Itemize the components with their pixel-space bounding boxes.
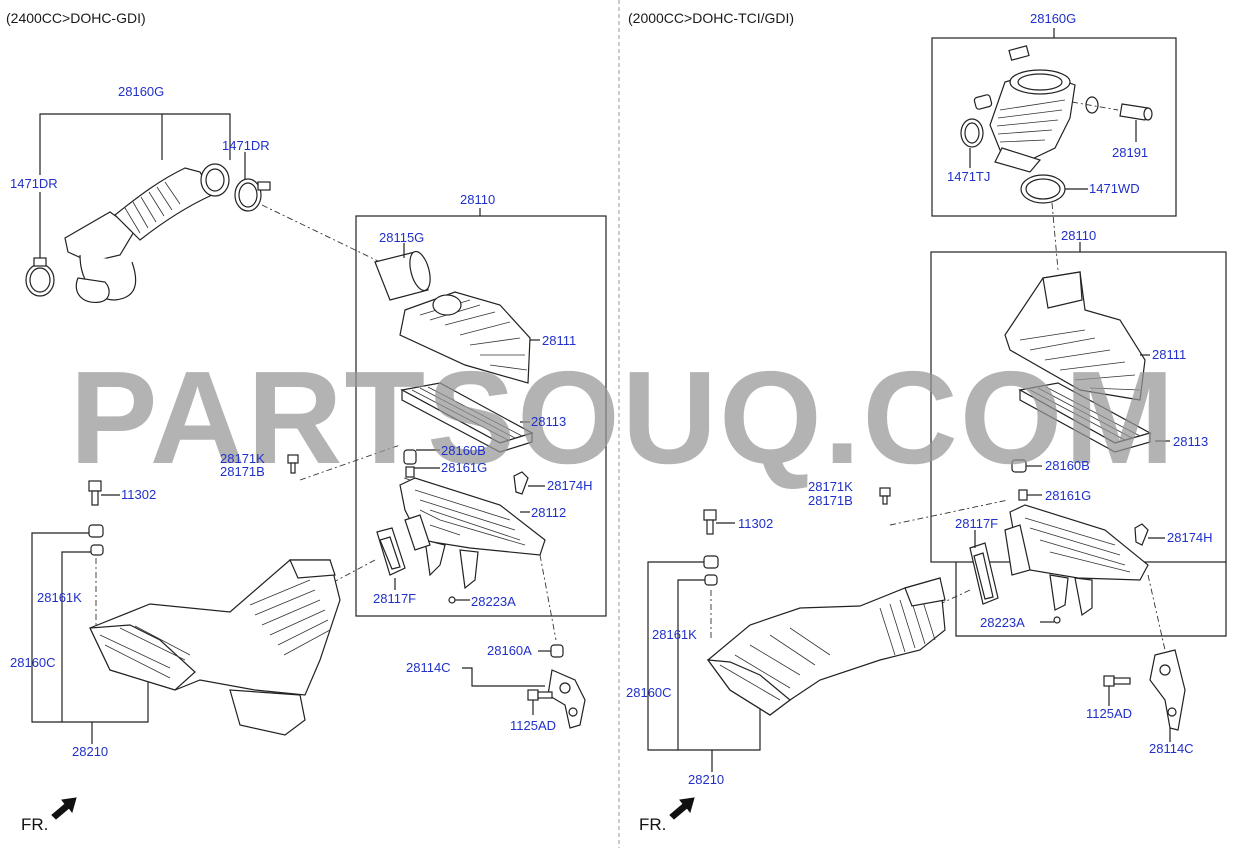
clip-28223a-left [448,596,456,604]
sensor-28191-right [1119,103,1153,142]
assy-box-left [355,215,607,617]
label-28171b-left[interactable]: 28171B [220,464,265,479]
label-28110-left[interactable]: 28110 [460,192,496,207]
front-label-right: FR. [639,815,667,834]
label-28160g-left[interactable]: 28160G [118,84,165,99]
label-28161g-right[interactable]: 28161G [1045,488,1092,503]
lower-body-28112-right [1004,504,1149,617]
clamp-1471tj-right [960,118,984,168]
label-28160c-right[interactable]: 28160C [626,685,672,700]
label-28160a-left[interactable]: 28160A [487,643,532,658]
bolt-11302-left [88,480,120,506]
intake-hose-right [989,45,1076,173]
bracket-28114c-left [547,669,586,729]
upper-cover-28111-right [1004,271,1150,401]
front-arrow-right [669,797,695,820]
clip-28223a-right [1053,616,1061,624]
label-28117f-left[interactable]: 28117F [373,591,417,606]
hose-28174h-right [1134,523,1165,546]
bolt-28171k-left [287,454,299,474]
pad-28117f-right [969,542,999,605]
label-28171k-left[interactable]: 28171K [220,451,265,466]
label-28171b-right[interactable]: 28171B [808,493,853,508]
filter-28113-right [1018,382,1170,453]
clamp-1471dr-right [234,178,271,212]
bolt-11302-right [703,509,735,535]
label-28114c-left[interactable]: 28114C [406,660,451,675]
label-28210-left[interactable]: 28210 [72,744,109,759]
label-28174h-left[interactable]: 28174H [547,478,593,493]
label-1471dr-right-left[interactable]: 1471DR [222,138,270,153]
label-28115g-left[interactable]: 28115G [379,230,425,245]
bolt-1125ad-left [527,689,553,715]
filter-28113-left [400,382,534,453]
bolt-28171k-right [879,487,891,505]
pin-28161g-left [405,466,440,478]
label-28117f-right[interactable]: 28117F [955,516,999,531]
label-28174h-right[interactable]: 28174H [1167,530,1213,545]
label-28161k-right[interactable]: 28161K [652,627,697,642]
label-28160b-right[interactable]: 28160B [1045,458,1090,473]
label-28113-left[interactable]: 28113 [531,414,567,429]
label-11302-left[interactable]: 11302 [121,487,157,502]
label-28112-left[interactable]: 28112 [531,505,567,520]
grommet-28161k-right [703,555,719,586]
grommet-28160b-right [1011,459,1042,473]
label-28223a-right[interactable]: 28223A [980,615,1025,630]
label-11302-right[interactable]: 11302 [738,516,774,531]
bolt-1125ad-right [1103,675,1131,706]
label-28223a-left[interactable]: 28223A [471,594,516,609]
air-duct-28210-right [706,577,946,716]
left-panel-header: (2400CC>DOHC-GDI) [6,10,146,26]
label-1125ad-left[interactable]: 1125AD [510,718,557,733]
label-28111-left[interactable]: 28111 [542,333,577,348]
label-28161k-left[interactable]: 28161K [37,590,82,605]
front-label-left: FR. [21,815,49,834]
leader-28160c-right [647,561,705,751]
grommet-28160b-left [403,449,440,465]
clamp-1471wd-right [1020,174,1088,204]
label-28191-right[interactable]: 28191 [1112,145,1149,160]
clamp-1471dr-left [25,257,55,297]
pad-28117f-left [376,527,406,590]
leader-28114c-left [462,667,545,687]
bracket-28114c-right [1149,649,1186,742]
air-duct-28210-left [89,559,341,736]
label-1125ad-right[interactable]: 1125AD [1086,706,1133,721]
label-28160c-left[interactable]: 28160C [10,655,56,670]
right-panel-header: (2000CC>DOHC-TCI/GDI) [628,10,795,26]
grommet-28161k-left [88,524,104,556]
label-28160g-right[interactable]: 28160G [1030,11,1077,26]
label-28210-right[interactable]: 28210 [688,772,725,787]
sensor-small-right [973,94,993,110]
element-28115g-left [374,243,431,301]
label-28161g-left[interactable]: 28161G [441,460,488,475]
pin-28161g-right [1018,489,1042,501]
label-28171k-right[interactable]: 28171K [808,479,853,494]
label-28114c-right[interactable]: 28114C [1149,741,1194,756]
leader-28160c-left [31,532,91,723]
grommet-28160a-left [550,644,564,658]
label-28110-right[interactable]: 28110 [1061,228,1097,243]
leader-28160g-left [39,113,231,175]
label-28111-right[interactable]: 28111 [1152,347,1187,362]
label-28113-right[interactable]: 28113 [1173,434,1209,449]
ring-right [1071,96,1119,114]
label-1471tj-right[interactable]: 1471TJ [947,169,991,184]
label-1471wd-right[interactable]: 1471WD [1089,181,1140,196]
intake-hose-left [64,163,230,304]
label-28160b-left[interactable]: 28160B [441,443,486,458]
label-1471dr-left-left[interactable]: 1471DR [10,176,58,191]
hose-28174h-left [513,471,529,495]
front-arrow-left [51,797,77,820]
lower-body-28112-left [399,477,546,590]
upper-cover-28111-left [399,291,540,384]
